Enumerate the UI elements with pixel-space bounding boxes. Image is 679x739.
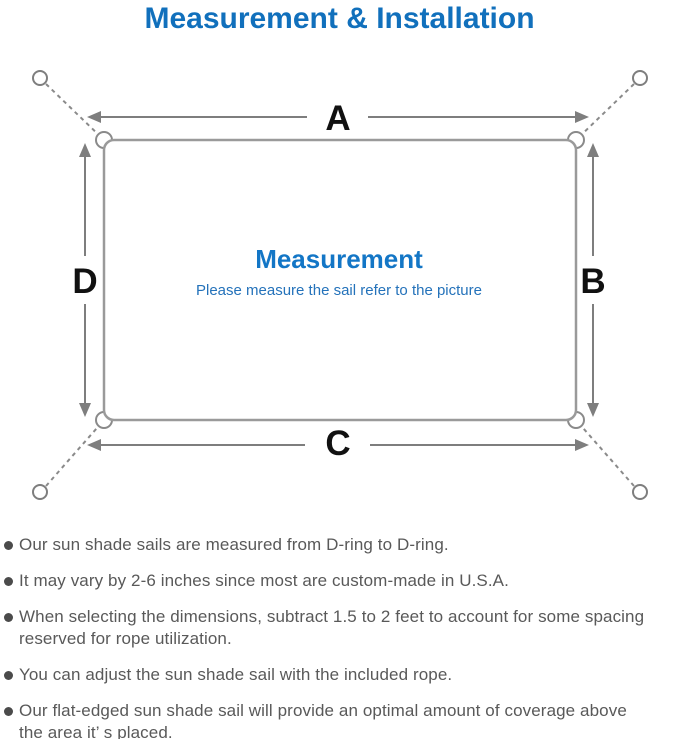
- label-side-d: D: [72, 262, 97, 301]
- note-line: Our sun shade sails are measured from D-…: [19, 535, 449, 554]
- dimension-arrow-c: [87, 439, 589, 451]
- bullet-dot-icon: [4, 671, 13, 680]
- diagram-heading: Measurement: [255, 244, 423, 274]
- rope-line-bottom-right: [575, 419, 635, 487]
- note-text: It may vary by 2-6 inches since most are…: [19, 570, 674, 592]
- note-line: When selecting the dimensions, subtract …: [19, 607, 645, 626]
- dimension-arrows: [79, 111, 599, 451]
- rope-line-top-right: [575, 83, 635, 141]
- note-text: Our flat-edged sun shade sail will provi…: [19, 700, 674, 739]
- sail-outline: [102, 138, 578, 422]
- note-line: Our flat-edged sun shade sail will provi…: [19, 701, 627, 720]
- note-item-flat-edged-coverage: Our flat-edged sun shade sail will provi…: [4, 700, 674, 739]
- dimension-arrow-a: [87, 111, 589, 123]
- arrowhead-down-icon: [79, 403, 91, 417]
- note-text: You can adjust the sun shade sail with t…: [19, 664, 674, 686]
- note-item-measured-d-ring: Our sun shade sails are measured from D-…: [4, 534, 674, 556]
- anchor-rings: [32, 70, 648, 500]
- sail-measurement-diagram: A B C D Measurement Please measure the s…: [32, 70, 648, 500]
- rope-line-top-left: [45, 83, 105, 141]
- arrowhead-right-icon: [575, 111, 589, 123]
- bullet-dot-icon: [4, 707, 13, 716]
- note-line: the area it’ s placed.: [19, 723, 173, 739]
- arrowhead-left-icon: [87, 111, 101, 123]
- label-side-a: A: [325, 99, 350, 138]
- label-side-b: B: [580, 262, 605, 301]
- anchor-ring-icon-top-right: [632, 70, 648, 86]
- anchor-ring-icon-top-left: [32, 70, 48, 86]
- note-item-subtract-feet: When selecting the dimensions, subtract …: [4, 606, 674, 650]
- bullet-dot-icon: [4, 613, 13, 622]
- note-text: When selecting the dimensions, subtract …: [19, 606, 674, 650]
- arrowhead-down-icon: [587, 403, 599, 417]
- note-line: You can adjust the sun shade sail with t…: [19, 665, 453, 684]
- anchor-ring-icon-bottom-left: [32, 484, 48, 500]
- anchor-ring-icon-bottom-right: [632, 484, 648, 500]
- bullet-dot-icon: [4, 577, 13, 586]
- arrowhead-up-icon: [587, 143, 599, 157]
- note-item-adjust-rope: You can adjust the sun shade sail with t…: [4, 664, 674, 686]
- arrowhead-right-icon: [575, 439, 589, 451]
- dimension-labels: A B C D: [72, 99, 605, 463]
- rope-line-bottom-left: [45, 419, 105, 487]
- note-item-vary-inches: It may vary by 2-6 inches since most are…: [4, 570, 674, 592]
- dimension-arrow-b: [587, 143, 599, 417]
- note-line: reserved for rope utilization.: [19, 629, 232, 648]
- rope-lines: [45, 83, 635, 487]
- label-side-c: C: [325, 424, 350, 463]
- arrowhead-up-icon: [79, 143, 91, 157]
- dimension-arrow-d: [79, 143, 91, 417]
- arrowhead-left-icon: [87, 439, 101, 451]
- page-title: Measurement & Installation: [144, 2, 535, 35]
- bullet-dot-icon: [4, 541, 13, 550]
- notes-list: Our sun shade sails are measured from D-…: [4, 534, 674, 739]
- note-line: It may vary by 2-6 inches since most are…: [19, 571, 509, 590]
- diagram-subheading: Please measure the sail refer to the pic…: [196, 282, 482, 299]
- note-text: Our sun shade sails are measured from D-…: [19, 534, 674, 556]
